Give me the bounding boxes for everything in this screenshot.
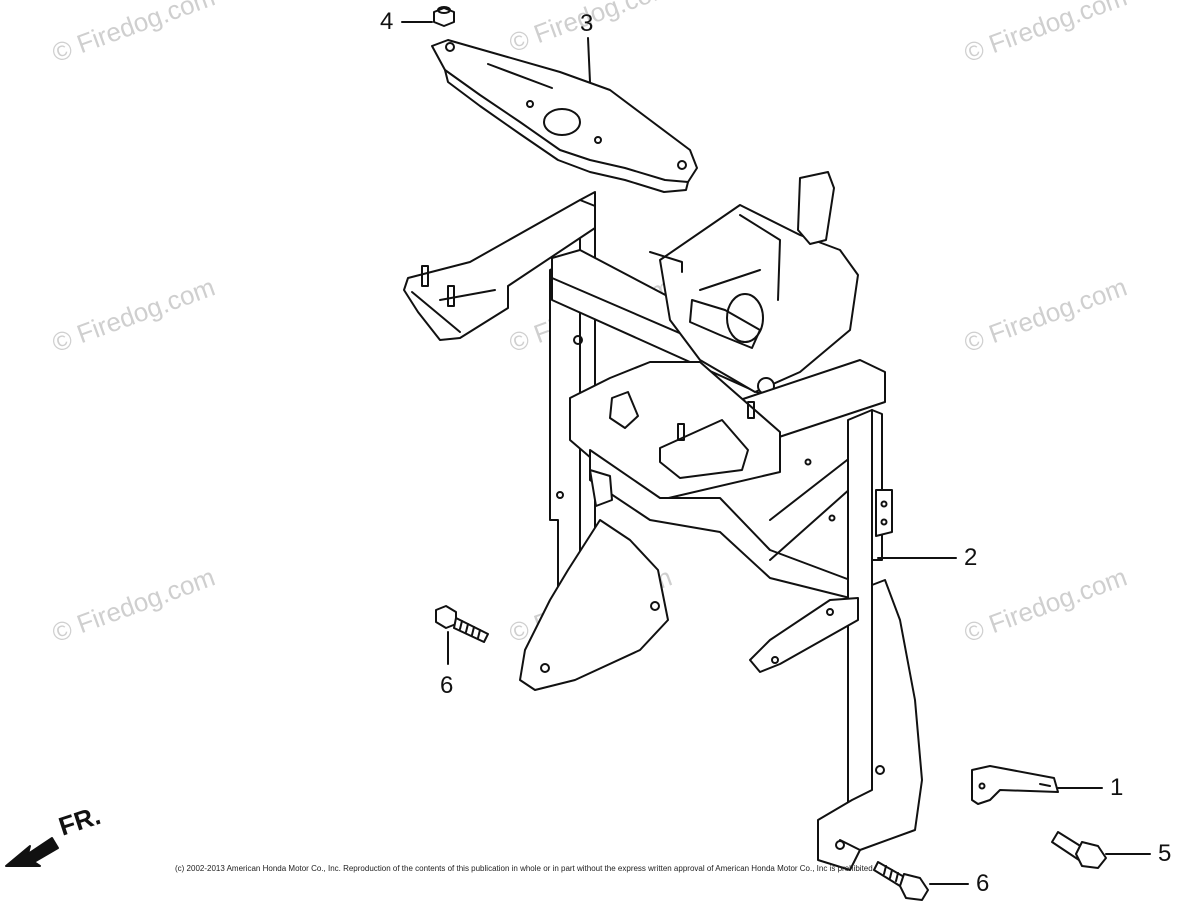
main-frame-part-2	[403, 171, 923, 871]
copyright-notice: (c) 2002-2013 American Honda Motor Co., …	[175, 864, 875, 873]
callout-part-2: 2	[964, 544, 978, 571]
callout-part-6-bottom: 6	[976, 870, 990, 897]
bolt-part-5	[1051, 831, 1151, 869]
callout-part-6-left: 6	[440, 672, 454, 699]
callout-part-5: 5	[1158, 840, 1172, 867]
leader-line-part-3	[587, 37, 591, 83]
nut-part-4	[401, 6, 455, 27]
callout-part-1: 1	[1110, 774, 1124, 801]
bolt-part-6-left	[435, 605, 489, 665]
small-bracket-part-1	[971, 765, 1103, 805]
callout-part-3: 3	[580, 10, 594, 37]
callout-part-4: 4	[380, 8, 394, 35]
front-direction-arrow-icon	[5, 837, 59, 867]
top-plate-part-3	[431, 39, 698, 193]
bolt-part-6-bottom	[873, 861, 969, 901]
